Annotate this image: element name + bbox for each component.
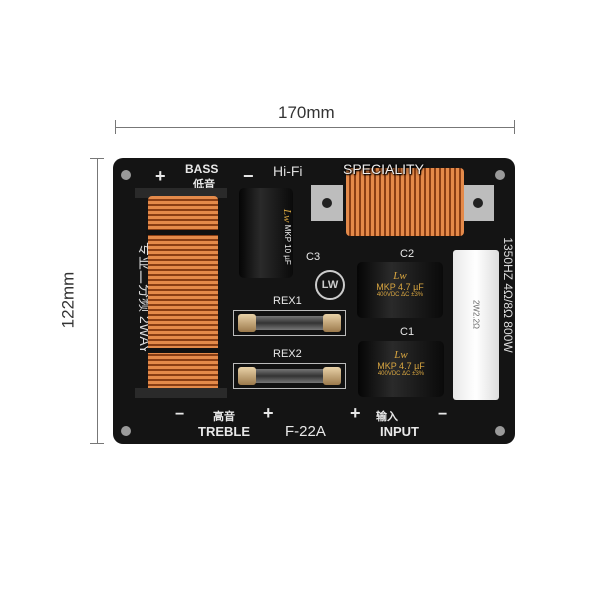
treble-label-cn: 高音: [213, 411, 235, 423]
mount-hole: [495, 170, 505, 180]
width-label: 170mm: [278, 103, 335, 122]
cap-brand: Lw: [393, 270, 407, 282]
cap-value: MKP 4.7 µF: [377, 361, 425, 371]
mounting-tab: [311, 185, 343, 221]
input-label: INPUT: [380, 424, 419, 439]
mount-hole: [121, 426, 131, 436]
treble-label: TREBLE: [198, 424, 250, 439]
cap-brand: Lw: [281, 209, 293, 223]
cap-rating: 400VDC ΔC ±3%: [376, 292, 424, 298]
height-tick-bottom: [90, 443, 104, 444]
capacitor-c1: Lw MKP 4.7 µF 400VDC ΔC ±3%: [358, 341, 444, 397]
input-label-cn: 输入: [376, 411, 398, 423]
cap-value: MKP 10 µF: [283, 224, 292, 265]
bobbin-top: [135, 188, 227, 198]
mounting-tab: [462, 185, 494, 221]
c1-label: C1: [400, 326, 415, 338]
crossover-board: + BASS 低音 − Hi-Fi 专业二分频 2WAY 1350HZ 4Ω/8…: [113, 158, 515, 444]
c2-label: C2: [400, 248, 415, 260]
rex1-label: REX1: [273, 295, 302, 307]
width-dimension-line: [115, 127, 515, 128]
cable-tie: [146, 348, 220, 353]
model-label: F-22A: [285, 423, 326, 440]
cap-value: MKP 4.7 µF: [376, 282, 424, 292]
rex2-label: REX2: [273, 348, 302, 360]
cable-tie: [146, 230, 220, 235]
width-tick-right: [514, 120, 515, 134]
input-minus: −: [438, 406, 448, 423]
fuse-rex2: [233, 363, 346, 389]
speciality-label: SPECIALITY: [343, 161, 424, 177]
mount-hole: [121, 170, 131, 180]
side-label-right: 1350HZ 4Ω/8Ω 800W: [501, 237, 515, 353]
ceramic-resistor: 2W2.2Ω: [453, 250, 499, 400]
hifi-label: Hi-Fi: [273, 163, 303, 179]
width-tick-left: [115, 120, 116, 134]
bobbin-bottom: [135, 388, 227, 398]
resistor-value: 2W2.2Ω: [471, 299, 481, 330]
bass-label: BASS: [185, 162, 219, 176]
treble-minus: −: [175, 406, 185, 423]
bass-minus: −: [243, 166, 254, 186]
mount-hole: [495, 426, 505, 436]
bass-plus: +: [155, 166, 166, 186]
capacitor-c3: Lw MKP 10 µF: [239, 188, 293, 278]
height-tick-top: [90, 158, 104, 159]
cap-rating: 400VDC ΔC ±3%: [377, 371, 425, 377]
cap-brand: Lw: [394, 349, 408, 361]
capacitor-c2: Lw MKP 4.7 µF 400VDC ΔC ±3%: [357, 262, 443, 318]
height-label: 122mm: [58, 271, 78, 329]
c3-label: C3: [306, 251, 321, 263]
height-dimension-line: [97, 158, 98, 444]
input-plus: +: [350, 403, 361, 423]
fuse-rex1: [233, 310, 346, 336]
treble-inductor-coil: [346, 168, 464, 236]
bass-inductor-coil: [148, 196, 218, 392]
lw-logo: LW: [315, 270, 345, 300]
treble-plus: +: [263, 403, 274, 423]
